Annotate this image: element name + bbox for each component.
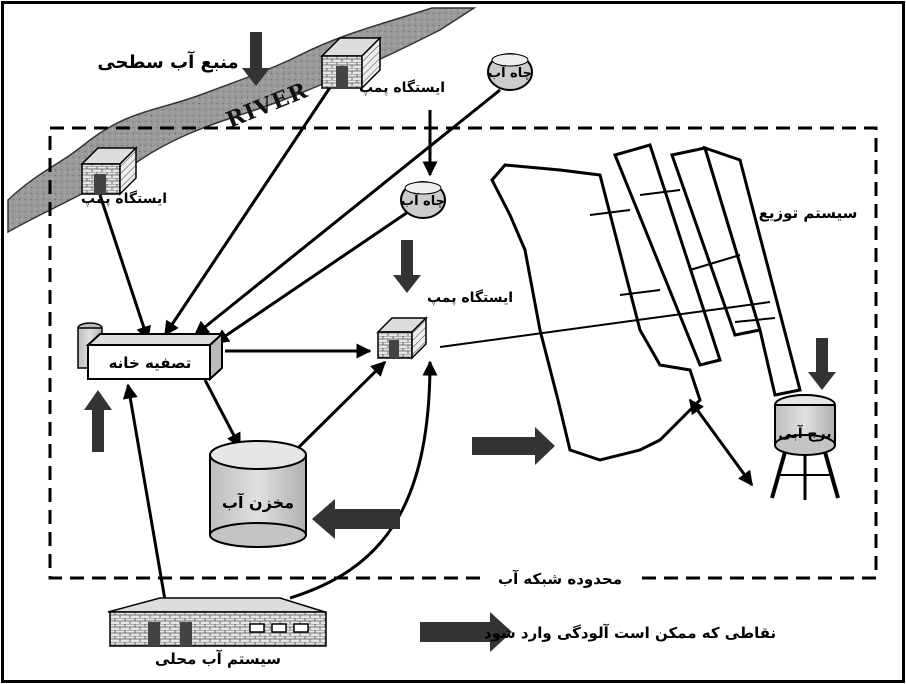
well-mid-label: چاه آب <box>401 192 445 209</box>
reservoir <box>209 440 307 548</box>
treatment-plant <box>77 322 225 382</box>
boundary-label-bg <box>485 570 635 586</box>
connector-lines <box>98 79 771 601</box>
thick-arrow-icon <box>312 499 400 539</box>
water-tower-icon <box>770 394 840 500</box>
pump-house-icon <box>320 36 382 90</box>
well-icon <box>400 181 446 219</box>
contamination-arrows <box>84 32 836 652</box>
legend-text: نقاطی که ممکن است آلودگی وارد شود <box>484 624 776 642</box>
local-water-system-label: سیستم آب محلی <box>155 650 281 668</box>
pump-station-center-label: ایستگاه پمپ <box>427 289 513 306</box>
legend-thick-arrow-icon <box>420 612 512 652</box>
distribution-system <box>490 143 802 462</box>
pump-house-icon <box>80 146 138 196</box>
thick-arrow-icon <box>808 338 836 390</box>
pump-house-icon <box>376 316 428 360</box>
reservoir-label: مخزن آب <box>222 492 294 512</box>
water-tower-label: برج آبی <box>778 424 831 442</box>
thick-arrow-icon <box>242 32 270 86</box>
pump-station-top-label: ایستگاه پمپ <box>359 79 445 96</box>
treatment-plant-label: تصفیه خانه <box>109 354 192 372</box>
pump-station-left-label: ایستگاه پمپ <box>81 190 167 207</box>
thick-arrow-icon <box>472 427 555 465</box>
thick-arrow-icon <box>84 390 112 452</box>
thick-arrow-icon <box>393 240 421 293</box>
network-boundary-label: محدوده شبکه آب <box>498 570 622 588</box>
distribution-system-label: سیستم توزیع <box>759 204 858 222</box>
local-water-system <box>107 597 327 647</box>
surface-source-label: منبع آب سطحی <box>97 50 238 73</box>
well-top-label: چاه آب <box>488 64 532 81</box>
well-icon <box>487 53 533 91</box>
